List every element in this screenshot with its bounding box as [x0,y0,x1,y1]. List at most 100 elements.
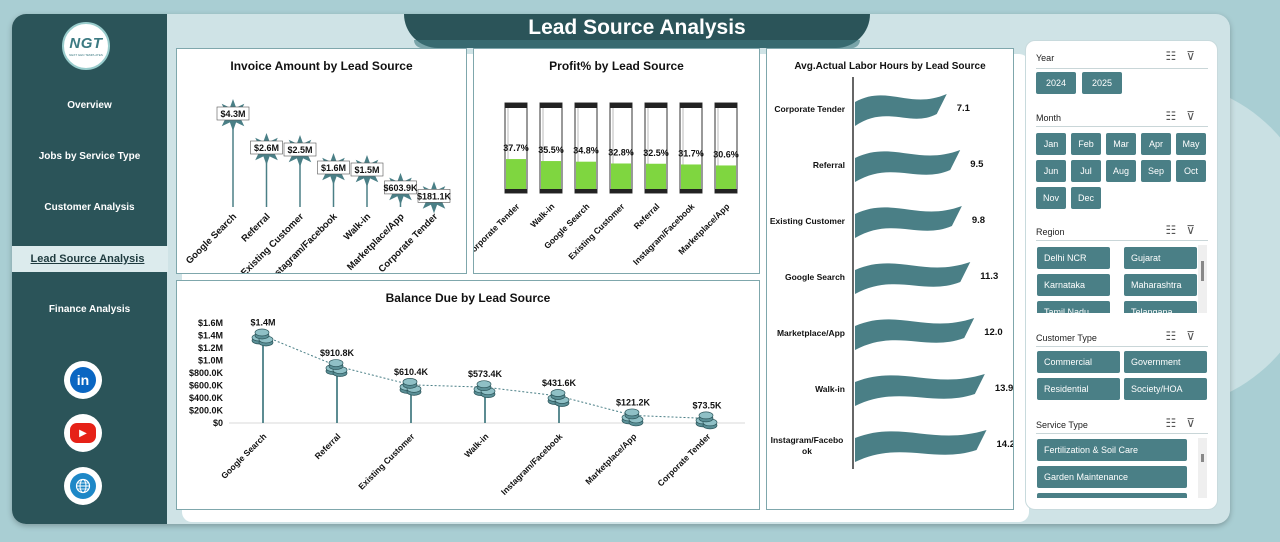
balance-x-label: Instagram/Facebook [499,431,565,497]
profit-bar-fill [646,163,666,189]
profit-bar-fill [681,164,701,189]
profit-data-label: 32.5% [643,148,669,158]
invoice-data-label: $4.3M [220,109,245,119]
invoice-data-label: $2.5M [287,145,312,155]
profit-bar [609,102,633,194]
globe-icon [70,473,96,499]
hours-chart-panel: Avg.Actual Labor Hours by Lead Source 7.… [766,48,1014,510]
linkedin-button[interactable]: in [64,361,102,399]
nav-lead-source-analysis[interactable]: Lead Source Analysis [12,246,168,272]
region-chip[interactable]: Gujarat [1124,247,1197,269]
service-type-chip[interactable]: Fertilization & Soil Care [1037,439,1187,461]
linkedin-icon: in [70,367,96,393]
hours-data-label: 14.2 [997,439,1013,450]
month-slicer-controls: ☷⊽ [1165,109,1205,123]
profit-data-label: 34.8% [573,146,599,156]
month-chip[interactable]: Oct [1176,160,1206,182]
hours-bar [855,150,961,182]
customer-type-chip[interactable]: Society/HOA [1124,378,1207,400]
balance-y-tick: $400.0K [189,393,224,403]
nav-customer-analysis[interactable]: Customer Analysis [44,202,135,213]
profit-x-label: Corporate Tender [474,201,522,259]
balance-point [695,411,718,430]
youtube-button[interactable]: ▶ [64,414,102,452]
month-chip[interactable]: Mar [1106,133,1136,155]
month-slicer-label: Month [1036,113,1062,123]
hours-y-label: Referral [813,160,845,170]
multiselect-icon[interactable]: ☷ [1165,416,1187,430]
balance-data-label: $431.6K [542,378,577,388]
region-scrollbar[interactable] [1198,245,1207,313]
service-type-chip[interactable] [1037,493,1187,498]
profit-data-label: 37.7% [503,143,529,153]
balance-data-label: $121.2K [616,397,651,407]
multiselect-icon[interactable]: ☷ [1165,223,1187,237]
customer-type-chip[interactable]: Commercial [1037,351,1120,373]
balance-data-label: $73.5K [692,400,722,410]
balance-point [251,328,274,347]
balance-y-tick: $0 [213,418,223,428]
month-chip[interactable]: Sep [1141,160,1171,182]
region-chip[interactable]: Karnataka [1037,274,1110,296]
hours-y-label: Instagram/Facebo [771,435,844,445]
multiselect-icon[interactable]: ☷ [1165,329,1187,343]
profit-data-label: 30.6% [713,149,739,159]
hours-data-label: 7.1 [957,103,971,114]
balance-chart: $1.6M$1.4M$1.2M$1.0M$800.0K$600.0K$400.0… [189,318,745,497]
clear-filter-icon[interactable]: ⊽ [1186,223,1205,237]
hours-y-label: Marketplace/App [777,328,845,338]
month-chip[interactable]: May [1176,133,1206,155]
hours-bar [855,374,985,406]
year-chip[interactable]: 2024 [1036,72,1076,94]
sidebar: NGT NEXT GEN TEMPLATES Overview Jobs by … [12,14,168,524]
nav-overview[interactable]: Overview [67,100,112,111]
month-chip[interactable]: Jan [1036,133,1066,155]
customer-type-chip[interactable]: Residential [1037,378,1120,400]
service-type-chip[interactable]: Garden Maintenance [1037,466,1187,488]
invoice-data-label: $1.5M [354,165,379,175]
month-chip[interactable]: Nov [1036,187,1066,209]
clear-filter-icon[interactable]: ⊽ [1186,416,1205,430]
invoice-chart-title: Invoice Amount by Lead Source [230,59,413,73]
region-chip[interactable]: Telangana [1124,301,1197,313]
month-chip[interactable]: Dec [1071,187,1101,209]
clear-filter-icon[interactable]: ⊽ [1186,109,1205,123]
multiselect-icon[interactable]: ☷ [1165,109,1187,123]
region-chip[interactable]: Delhi NCR [1037,247,1110,269]
nav-jobs-by-service-type[interactable]: Jobs by Service Type [38,151,141,162]
month-chip[interactable]: Feb [1071,133,1101,155]
profit-chart-panel: Profit% by Lead Source 37.7%Corporate Te… [473,48,760,274]
customer-type-chip[interactable]: Government [1124,351,1207,373]
service-type-scrollbar[interactable] [1198,438,1207,498]
invoice-data-label: $603.9K [383,183,418,193]
month-chip[interactable]: Apr [1141,133,1171,155]
divider [1036,433,1208,434]
dashboard-window: NGT NEXT GEN TEMPLATES Overview Jobs by … [12,14,1230,524]
year-chip[interactable]: 2025 [1082,72,1122,94]
clear-filter-icon[interactable]: ⊽ [1186,329,1205,343]
region-chip[interactable]: Maharashtra [1124,274,1197,296]
clear-filter-icon[interactable]: ⊽ [1186,49,1205,63]
profit-x-label: Referral [632,201,662,231]
profit-bar [714,102,738,194]
nav-finance-analysis[interactable]: Finance Analysis [48,304,131,315]
hours-bar [855,430,987,462]
region-chip[interactable]: Tamil Nadu [1037,301,1110,313]
balance-x-label: Walk-in [462,431,490,459]
website-button[interactable] [64,467,102,505]
hours-bar [855,318,975,350]
month-chip[interactable]: Jul [1071,160,1101,182]
month-chip[interactable]: Jun [1036,160,1066,182]
month-chip[interactable]: Aug [1106,160,1136,182]
profit-bar [644,102,668,194]
multiselect-icon[interactable]: ☷ [1165,49,1187,63]
profit-bar [539,102,563,194]
balance-point [399,377,422,396]
profit-bar-fill [506,159,526,189]
balance-chart-panel: Balance Due by Lead Source $1.6M$1.4M$1.… [176,280,760,510]
profit-bar [574,102,598,194]
